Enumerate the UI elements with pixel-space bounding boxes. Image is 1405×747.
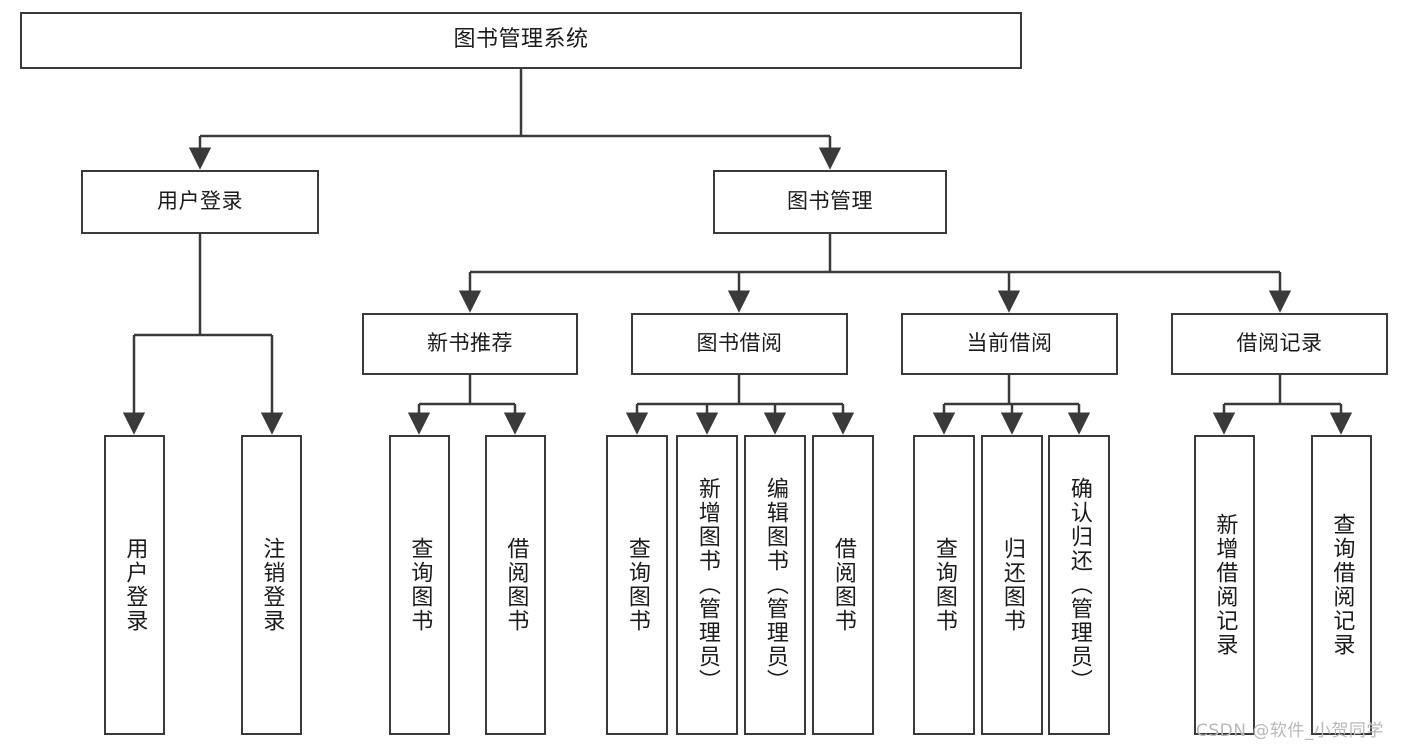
leaf-return-book-label: 归还图书 <box>999 537 1025 633</box>
node-borrow-record-label: 借阅记录 <box>1236 331 1323 356</box>
leaf-borrow-book[interactable]: 借阅图书 <box>812 435 874 735</box>
leaf-query-book-cur-label: 查询图书 <box>931 537 957 633</box>
node-book-borrow-label: 图书借阅 <box>696 331 783 356</box>
node-root[interactable]: 图书管理系统 <box>20 12 1022 69</box>
node-borrow-record[interactable]: 借阅记录 <box>1171 313 1388 375</box>
node-root-label: 图书管理系统 <box>453 27 589 53</box>
leaf-borrow-book-label: 借阅图书 <box>830 537 856 633</box>
csdn-watermark: CSDN @软件_小贺同学 <box>1196 721 1384 741</box>
node-book-manage-label: 图书管理 <box>787 189 873 214</box>
leaf-query-book-cur[interactable]: 查询图书 <box>913 435 975 735</box>
node-new-book-rec-label: 新书推荐 <box>427 331 513 356</box>
leaf-add-record-label: 新增借阅记录 <box>1212 513 1238 657</box>
node-book-manage[interactable]: 图书管理 <box>713 170 947 234</box>
leaf-edit-book-label: 编辑图书（管理员） <box>762 477 788 693</box>
leaf-add-record[interactable]: 新增借阅记录 <box>1194 435 1255 735</box>
leaf-add-book[interactable]: 新增图书（管理员） <box>676 435 738 735</box>
node-book-borrow[interactable]: 图书借阅 <box>631 313 848 375</box>
node-current-borrow-label: 当前借阅 <box>966 331 1053 356</box>
leaf-user-login[interactable]: 用户登录 <box>104 435 165 735</box>
leaf-borrow-book-rec-label: 借阅图书 <box>503 537 529 633</box>
leaf-return-book[interactable]: 归还图书 <box>981 435 1043 735</box>
node-user-login[interactable]: 用户登录 <box>81 170 319 234</box>
node-current-borrow[interactable]: 当前借阅 <box>901 313 1118 375</box>
leaf-edit-book[interactable]: 编辑图书（管理员） <box>744 435 806 735</box>
leaf-query-book-borrow-label: 查询图书 <box>624 537 650 633</box>
leaf-query-book-rec-label: 查询图书 <box>407 537 433 633</box>
node-new-book-rec[interactable]: 新书推荐 <box>362 313 578 375</box>
leaf-query-book-rec[interactable]: 查询图书 <box>389 435 450 735</box>
leaf-borrow-book-rec[interactable]: 借阅图书 <box>485 435 546 735</box>
leaf-query-record[interactable]: 查询借阅记录 <box>1311 435 1372 735</box>
leaf-logout[interactable]: 注销登录 <box>241 435 302 735</box>
node-user-login-label: 用户登录 <box>157 189 243 214</box>
leaf-query-book-borrow[interactable]: 查询图书 <box>606 435 668 735</box>
leaf-query-record-label: 查询借阅记录 <box>1329 513 1355 657</box>
leaf-logout-label: 注销登录 <box>259 537 285 633</box>
leaf-user-login-label: 用户登录 <box>122 537 148 633</box>
leaf-add-book-label: 新增图书（管理员） <box>694 477 720 693</box>
leaf-confirm-return-label: 确认归还（管理员） <box>1066 477 1092 693</box>
leaf-confirm-return[interactable]: 确认归还（管理员） <box>1048 435 1110 735</box>
